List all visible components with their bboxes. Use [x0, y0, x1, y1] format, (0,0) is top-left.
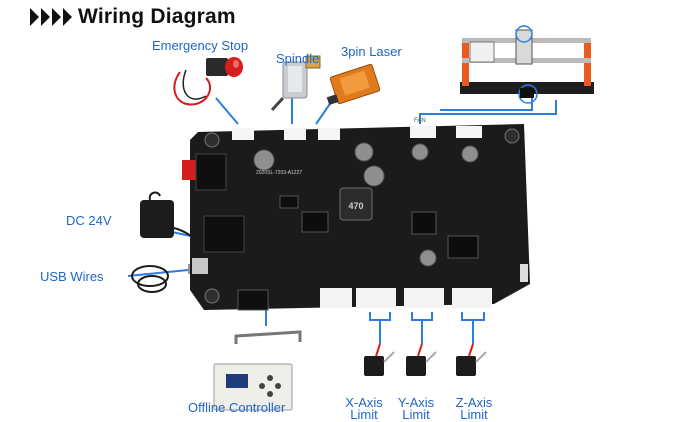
pcb-code: 2020SL-7203-A1227 — [256, 170, 302, 176]
wire-machine-b — [440, 98, 533, 111]
x-limit-switch-icon — [364, 343, 395, 376]
z-limit-switch-icon — [456, 343, 487, 376]
x-limit-label: X-Axis Limit — [336, 395, 392, 422]
wire-machine-a — [419, 100, 557, 124]
spindle-icon — [270, 55, 321, 112]
z-limit-label-line1: Z-Axis — [455, 395, 493, 410]
laser-label: 3pin Laser — [341, 44, 402, 59]
offline-controller-icon — [213, 330, 302, 411]
wire-y-limit — [411, 312, 433, 344]
usb-cable-icon — [131, 264, 198, 293]
z-limit-label-line2: Limit — [460, 407, 488, 422]
page-title: Wiring Diagram — [78, 5, 236, 28]
y-limit-switch-icon — [406, 343, 437, 376]
chevron-icon — [30, 8, 72, 26]
x-limit-label-line2: Limit — [350, 407, 378, 422]
usb-label: USB Wires — [40, 269, 104, 284]
fan-label: FAN — [414, 118, 426, 124]
dc-label: DC 24V — [66, 213, 112, 228]
y-limit-label-line1: Y-Axis — [397, 395, 435, 410]
y-limit-label-line2: Limit — [402, 407, 430, 422]
inductor-label: 470 — [348, 201, 363, 211]
wire-usb — [127, 269, 189, 277]
y-limit-label: Y-Axis Limit — [388, 395, 444, 422]
offline-controller-label: Offline Controller — [188, 400, 286, 415]
controller-board — [182, 124, 530, 311]
wire-estop — [215, 97, 239, 125]
laser-module-icon — [326, 63, 381, 105]
z-limit-label: Z-Axis Limit — [446, 395, 502, 422]
cnc-machine-icon — [460, 25, 594, 104]
spindle-label: Spindle — [276, 51, 320, 66]
wire-x-limit — [369, 312, 391, 344]
emergency-stop-label: Emergency Stop — [152, 38, 249, 53]
x-limit-label-line1: X-Axis — [345, 395, 383, 410]
emergency-stop-icon — [173, 57, 243, 106]
wire-z-limit — [461, 312, 485, 344]
title-bar: Wiring Diagram — [30, 4, 236, 30]
